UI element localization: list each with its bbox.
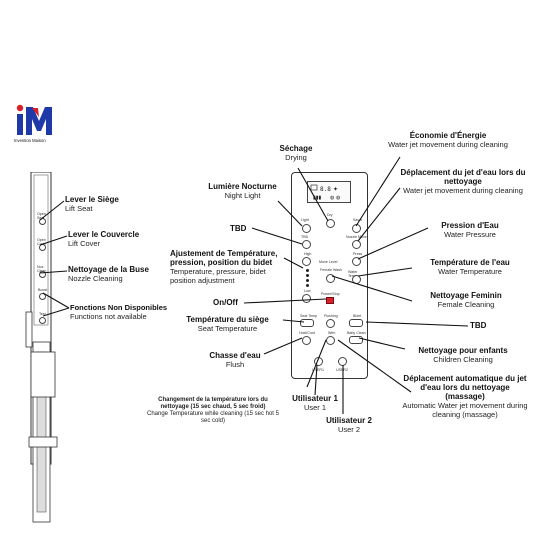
label-temperature-change: Changement de la température lors du net… xyxy=(147,397,279,424)
level-dot xyxy=(306,284,309,287)
panel-label-bidet: Bidet xyxy=(353,314,362,318)
panel-label-press: Press xyxy=(353,252,363,256)
nozzle-move-button[interactable] xyxy=(352,240,361,249)
lcd-display: 8.8 ✦ ▮▮▮ ◍ ◍ xyxy=(307,181,351,203)
tbd-button-top[interactable] xyxy=(302,240,311,249)
test-button[interactable] xyxy=(39,317,46,324)
panel-label-dry: Dry xyxy=(327,213,333,217)
brand-name: Invention Maison xyxy=(14,138,46,143)
night-light-button[interactable] xyxy=(302,224,311,233)
label-drying: Séchage Drying xyxy=(279,144,313,162)
svg-text:8.8: 8.8 xyxy=(320,186,331,193)
label-functions-not-available: Fonctions Non Disponibles Functions not … xyxy=(70,303,168,321)
panel-label-high: High xyxy=(304,252,312,256)
label-user2: Utilisateur 2 User 2 xyxy=(326,416,372,434)
label-children-cleaning: Nettoyage pour enfants Children Cleaning xyxy=(418,346,508,364)
side-button-label-boost: Boost xyxy=(38,288,48,292)
panel-label-tbd: TBD xyxy=(301,235,309,239)
label-lift-cover: Lever le Couvercle Lift Cover xyxy=(68,230,140,248)
water-pressure-button[interactable] xyxy=(352,257,361,266)
massage-button[interactable] xyxy=(326,336,335,345)
panel-label-user1: USER1 xyxy=(312,368,324,372)
side-panel-outline xyxy=(25,172,58,523)
level-up-button[interactable] xyxy=(302,257,311,266)
baby-clean-button[interactable] xyxy=(349,336,363,344)
seat-temp-button[interactable] xyxy=(300,319,314,327)
female-wash-button[interactable] xyxy=(326,274,335,283)
panel-label-low: Low xyxy=(304,289,311,293)
boost-button[interactable] xyxy=(39,293,46,300)
label-adjustment: Ajustement de Température, pression, pos… xyxy=(170,249,278,285)
label-tbd-bottom: TBD xyxy=(470,321,487,330)
panel-label-light: Light xyxy=(301,218,309,222)
svg-text:◍ ◍: ◍ ◍ xyxy=(330,195,341,201)
panel-label-saver: Saver xyxy=(353,218,363,222)
label-seat-temperature: Température du siège Seat Temperature xyxy=(186,315,269,333)
label-energy-saving: Économie d'Énergie Water jet movement du… xyxy=(388,131,508,149)
control-panel: 8.8 ✦ ▮▮▮ ◍ ◍ Light Dry Saver TBD Nozzle… xyxy=(291,172,368,379)
label-lift-seat: Lever le Siège Lift Seat xyxy=(65,195,119,213)
nozzle-clean-button[interactable] xyxy=(39,271,46,278)
label-tbd-top: TBD xyxy=(230,224,247,233)
label-on-off: On/Off xyxy=(213,298,238,307)
panel-label-hold-cont: Hold/Cont xyxy=(299,331,315,335)
panel-label-power-stop: Power/Stop xyxy=(321,292,340,296)
label-nozzle-cleaning: Nettoyage de la Buse Nozzle Cleaning xyxy=(68,265,149,283)
label-water-temperature: Température de l'eau Water Temperature xyxy=(430,258,510,276)
im-logo-icon xyxy=(16,104,52,135)
panel-label-flushing: Flushing xyxy=(324,314,338,318)
panel-label-wfm: Wfm xyxy=(328,331,336,335)
svg-text:✦: ✦ xyxy=(333,186,338,193)
level-down-button[interactable] xyxy=(302,294,311,303)
label-water-pressure: Pression d'Eau Water Pressure xyxy=(441,221,499,239)
flushing-button[interactable] xyxy=(326,319,335,328)
label-user1: Utilisateur 1 User 1 xyxy=(292,394,338,412)
label-auto-massage: Déplacement automatique du jet d'eau lor… xyxy=(402,374,528,419)
side-panel: Open Seat Open Cover Noz Clean Boost Tes… xyxy=(25,172,58,532)
level-dot xyxy=(306,269,309,272)
label-jet-movement: Déplacement du jet d'eau lors du nettoya… xyxy=(400,168,526,195)
label-flush: Chasse d'eau Flush xyxy=(209,351,261,369)
power-stop-button[interactable] xyxy=(326,297,334,304)
panel-label-seat-temp: Seat Temp xyxy=(300,314,318,318)
panel-label-nozzle-move: Nozzle Move xyxy=(346,235,367,239)
brand-logo: Invention Maison xyxy=(14,103,54,145)
bidet-button[interactable] xyxy=(349,319,363,327)
level-dot xyxy=(306,274,309,277)
level-dot xyxy=(306,279,309,282)
label-night-light: Lumière Nocturne Night Light xyxy=(208,182,277,200)
svg-text:▮▮▮: ▮▮▮ xyxy=(313,195,322,201)
panel-label-user2: USER2 xyxy=(336,368,348,372)
hold-cont-button[interactable] xyxy=(302,336,311,345)
label-female-cleaning: Nettoyage Feminin Female Cleaning xyxy=(430,291,502,309)
panel-label-female-wash: Female Wash xyxy=(320,268,343,272)
panel-label-baby-clean: Baby Clean xyxy=(347,331,366,335)
display-icons: 8.8 ✦ ▮▮▮ ◍ ◍ xyxy=(310,184,341,201)
dry-button[interactable] xyxy=(326,219,335,228)
panel-label-move-level: Move Level xyxy=(319,260,338,264)
side-button-label-test: Test xyxy=(39,312,46,316)
